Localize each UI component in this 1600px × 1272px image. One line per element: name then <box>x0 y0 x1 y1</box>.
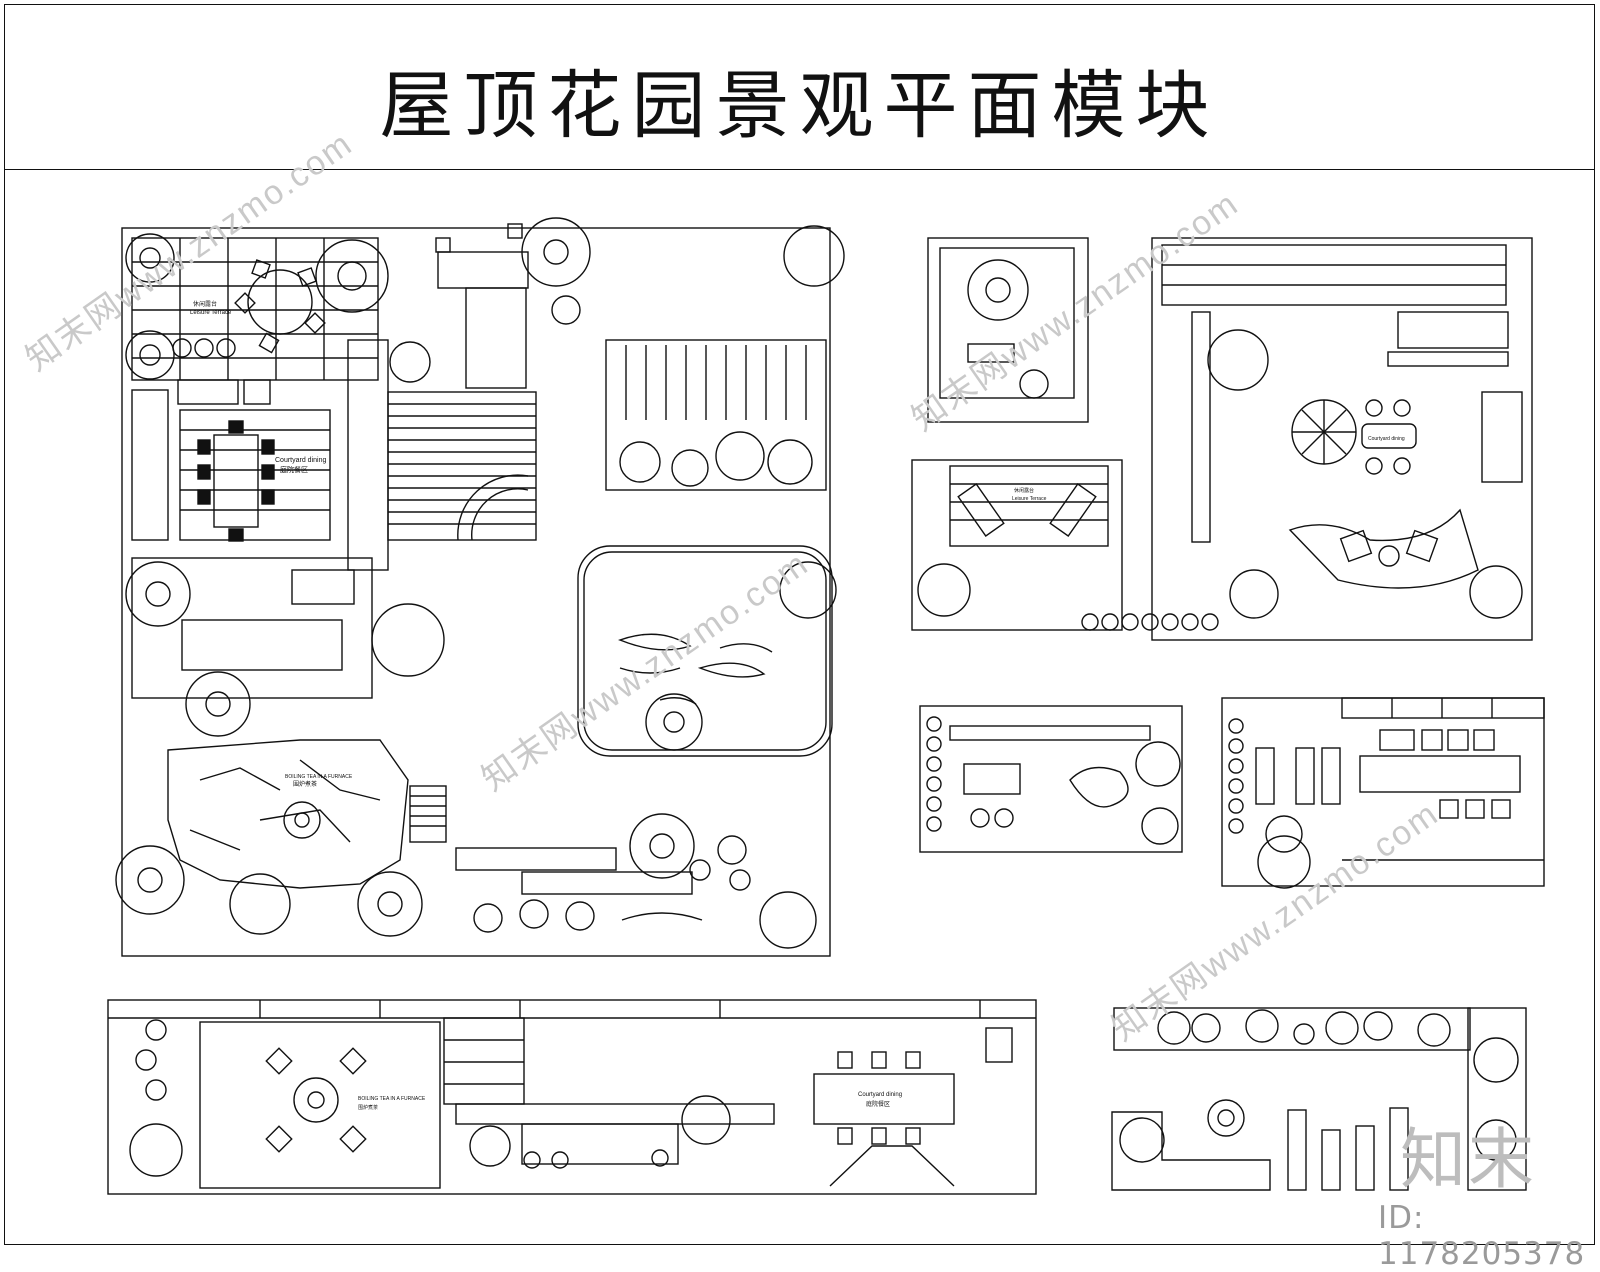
courtyard-dining-label-en-bottom: Courtyard dining <box>858 1092 902 1098</box>
leisure-terrace-label-en: Leisure Terrace <box>190 310 232 316</box>
water-feature-plan <box>919 705 1183 853</box>
long-terrace-plan: BOILING TEA IN A FURNACE 围炉煮茶 Courtyard … <box>107 999 1037 1195</box>
drawing-frame <box>4 4 1595 1245</box>
main-garden-plan: 休闲露台 Leisure Terrace Courtyard dining 庭院… <box>115 217 845 957</box>
page-title: 屋顶花园景观平面模块 <box>379 63 1220 149</box>
dining-table <box>213 434 259 528</box>
wood-deck <box>387 391 537 541</box>
terrace-round-table <box>247 269 313 335</box>
koi-pond <box>577 545 833 757</box>
title-band: 屋顶花园景观平面模块 <box>4 4 1595 170</box>
courtyard-dining-deck <box>179 409 331 541</box>
planter-strip-plan <box>1111 1007 1527 1191</box>
boiling-tea-label-cn-main: 围炉煮茶 <box>293 780 317 788</box>
stone-paving-plaza <box>167 739 409 889</box>
courtyard-dining-label-cn: 庭院餐区 <box>280 465 308 474</box>
courtyard-dining-label-en-right: Courtyard dining <box>1368 436 1405 442</box>
terrace-lounge-plan: 休闲露台 Leisure Terrace Courtyard dining <box>911 237 1533 641</box>
striped-pergola <box>605 339 827 491</box>
boiling-tea-label-en-main: BOILING TEA IN A FURNACE <box>285 774 353 780</box>
watermark-logo: 知末 <box>1400 1121 1536 1198</box>
courtyard-dining-label-en: Courtyard dining <box>275 457 326 464</box>
leisure-terrace-label-cn: 休闲露台 <box>193 300 217 308</box>
corner-garden-plan <box>927 237 1089 423</box>
leisure-terrace-label-en-right: Leisure Terrace <box>1012 496 1047 502</box>
boiling-tea-label-cn-bottom: 围炉煮茶 <box>358 1104 378 1111</box>
courtyard-dining-label-cn-bottom: 庭院餐区 <box>866 1100 890 1108</box>
main-plan-trees <box>115 217 845 949</box>
bar-counter-plan <box>1221 697 1545 889</box>
watermark-id: ID: 1178205378 <box>1378 1200 1586 1272</box>
main-plan-outline <box>121 227 831 957</box>
leisure-terrace-label-cn-right: 休闲露台 <box>1014 487 1034 494</box>
boiling-tea-label-en-bottom: BOILING TEA IN A FURNACE <box>358 1096 426 1102</box>
